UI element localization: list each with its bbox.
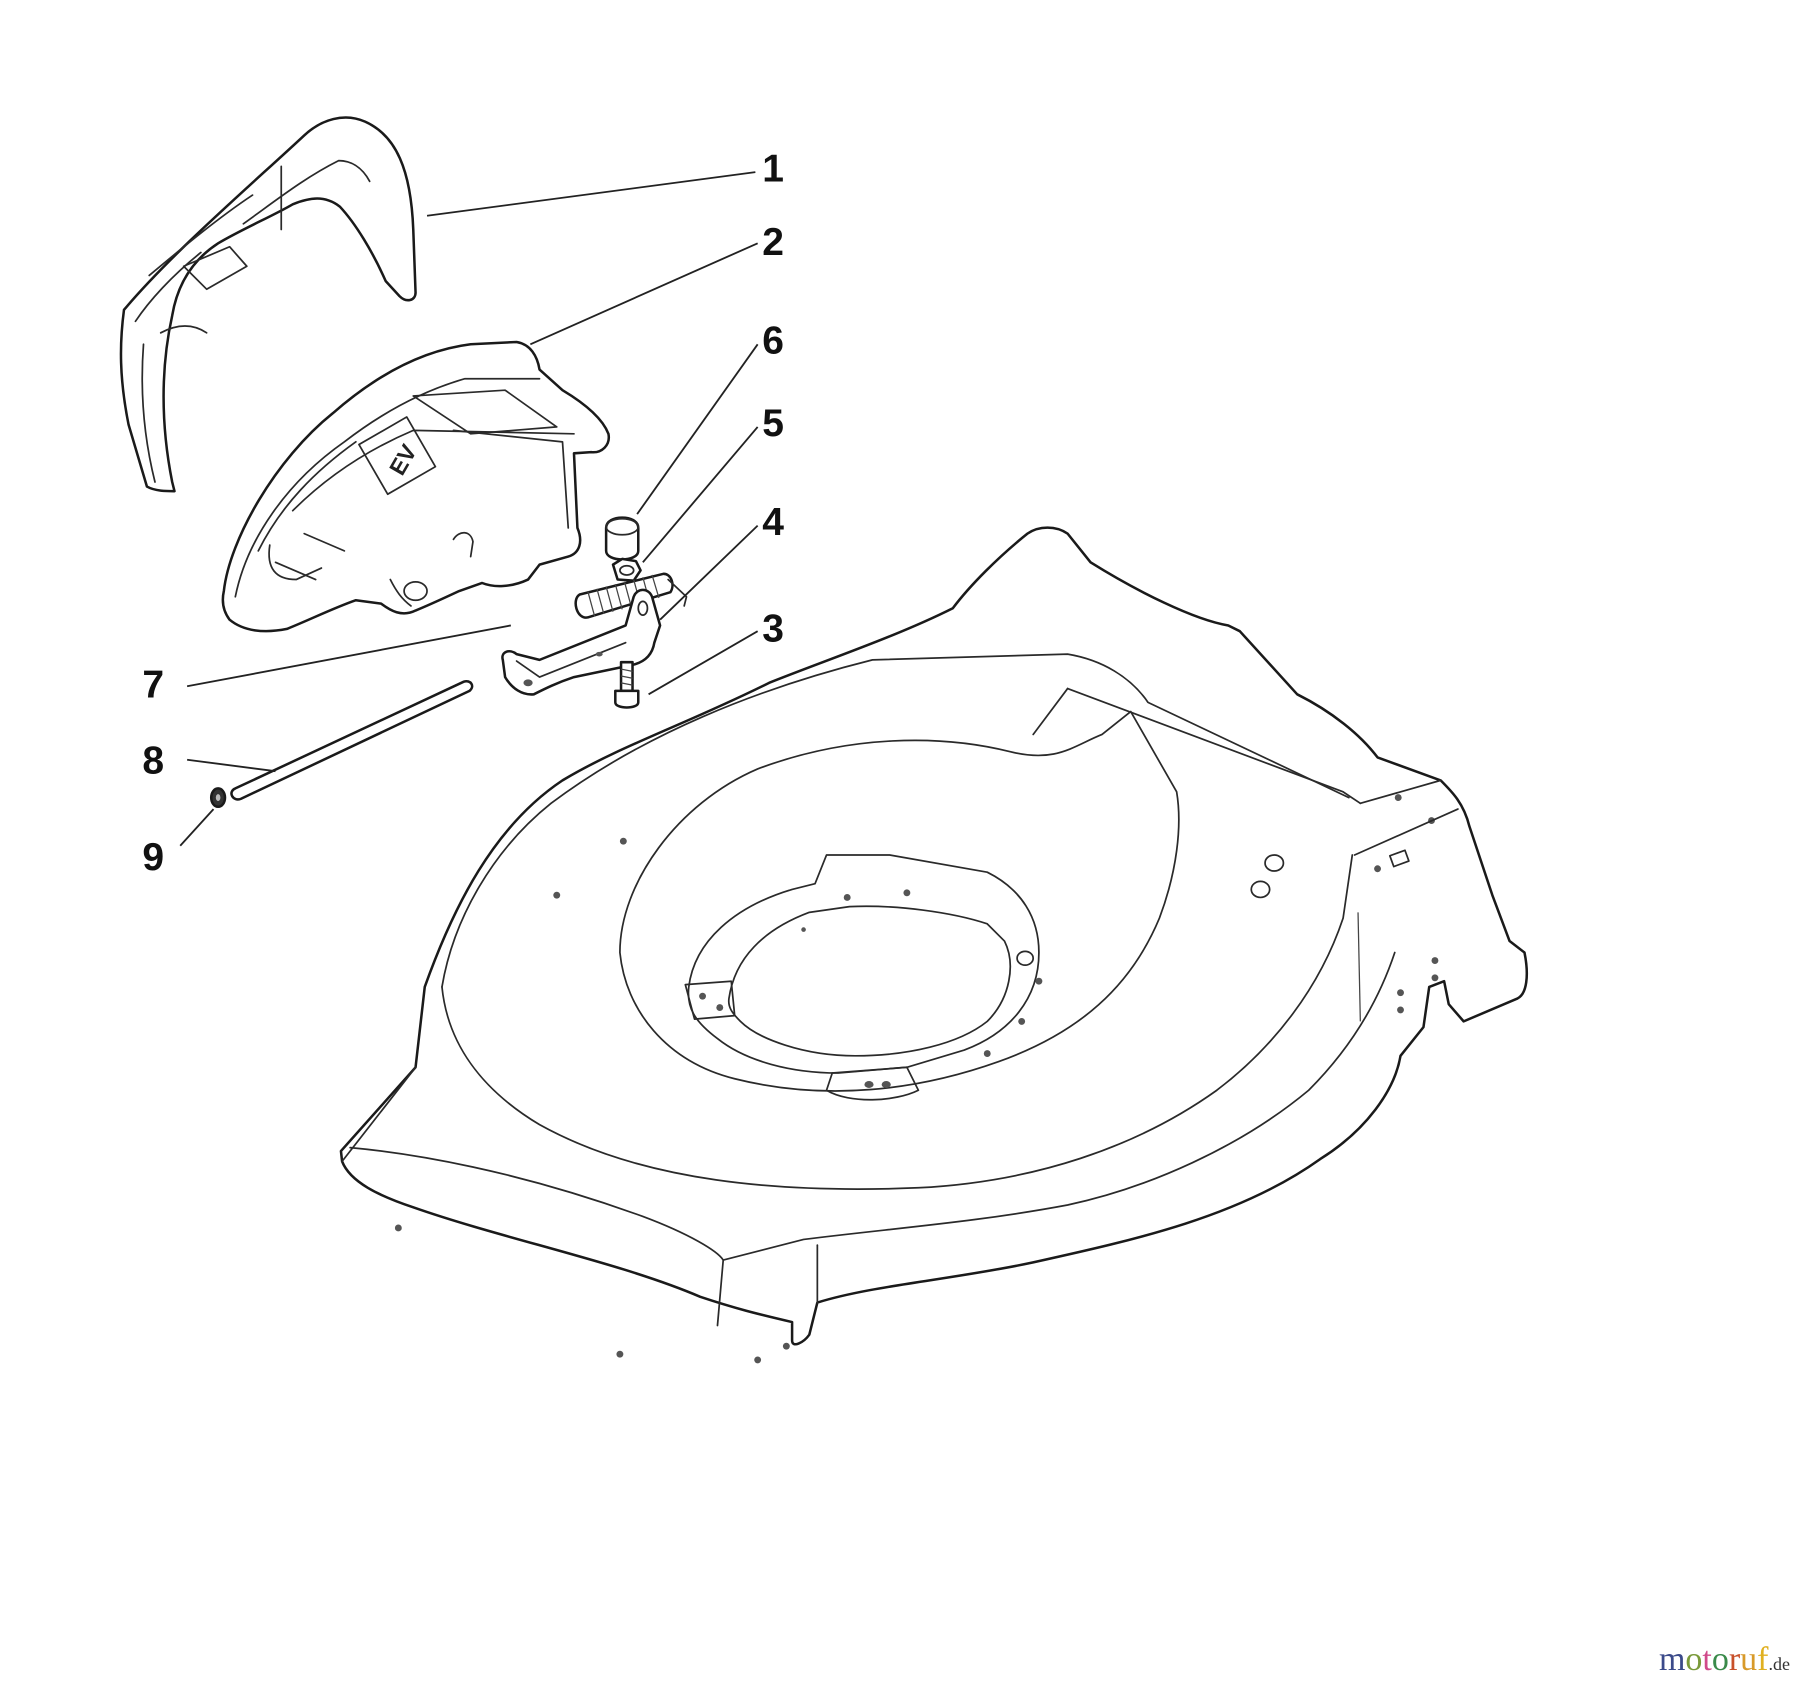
callout-7[interactable]: 7 <box>142 664 164 707</box>
svg-text:6: 6 <box>762 319 784 362</box>
callout-9[interactable]: 9 <box>142 836 164 879</box>
svg-text:9: 9 <box>142 836 164 879</box>
callout-8[interactable]: 8 <box>142 740 164 783</box>
svg-text:8: 8 <box>142 740 164 783</box>
logo-letter-r: r <box>1728 1641 1741 1678</box>
logo-letter-t: t <box>1702 1641 1712 1678</box>
part-mower-deck <box>339 526 1529 1364</box>
part-rear-guard-cover[interactable] <box>119 116 417 493</box>
callout-5[interactable]: 5 <box>762 402 784 445</box>
svg-text:2: 2 <box>762 221 784 264</box>
part-rod[interactable] <box>230 679 474 801</box>
part-rear-flap[interactable]: EV <box>221 340 611 633</box>
logo-suffix: .de <box>1768 1654 1791 1674</box>
callout-1[interactable]: 1 <box>762 147 784 190</box>
part-nut[interactable] <box>611 557 642 582</box>
part-washer[interactable] <box>209 787 227 809</box>
svg-text:1: 1 <box>762 147 784 190</box>
logo-letter-u: u <box>1740 1641 1758 1678</box>
svg-text:5: 5 <box>762 402 784 445</box>
callout-6[interactable]: 6 <box>762 319 784 362</box>
part-bracket[interactable] <box>501 588 662 696</box>
svg-text:7: 7 <box>142 664 164 707</box>
svg-text:4: 4 <box>762 501 784 544</box>
logo-letter-m: m <box>1658 1641 1686 1678</box>
callout-2[interactable]: 2 <box>762 221 784 264</box>
logo-letter-f: f <box>1757 1641 1769 1678</box>
motoruf-logo: motoruf.de <box>1659 1641 1790 1679</box>
leader-lines <box>179 171 759 847</box>
part-cap[interactable] <box>604 516 640 561</box>
callout-4[interactable]: 4 <box>762 501 784 544</box>
logo-letter-o1: o <box>1685 1641 1703 1678</box>
callout-3[interactable]: 3 <box>762 608 784 651</box>
logo-letter-o2: o <box>1711 1641 1729 1678</box>
svg-text:3: 3 <box>762 608 784 651</box>
part-screw[interactable] <box>614 660 640 709</box>
